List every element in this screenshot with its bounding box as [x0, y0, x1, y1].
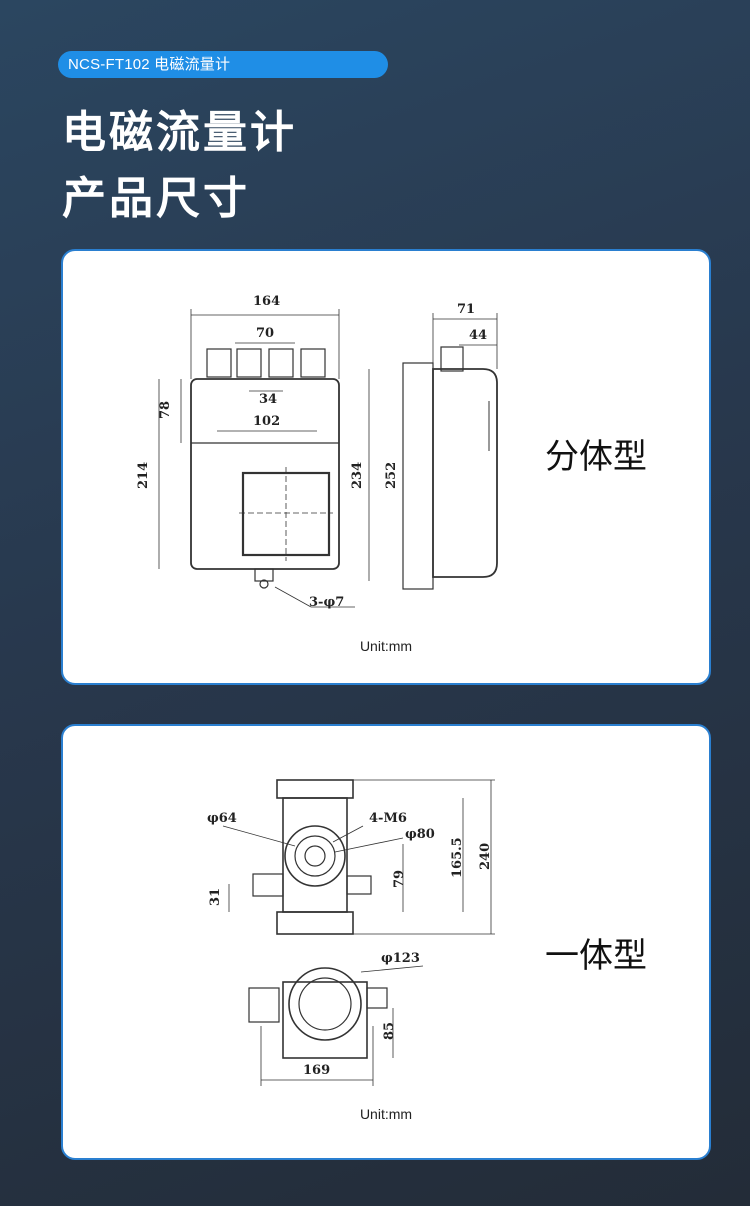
- product-model-badge: NCS-FT102 电磁流量计: [58, 51, 388, 78]
- dim-102: 102: [253, 414, 280, 429]
- top-flange: [276, 779, 354, 799]
- dim-164: 164: [253, 294, 280, 309]
- lower-right-boss: [366, 987, 388, 1009]
- page-title: 电磁流量计: [62, 107, 297, 158]
- dim-holes: 3-φ7: [309, 595, 344, 610]
- bottom-flange: [276, 911, 354, 935]
- mount-hole: [259, 579, 269, 589]
- display-center: [304, 845, 326, 867]
- dim-169: 169: [303, 1063, 330, 1078]
- dim-234: 234: [350, 462, 365, 489]
- dim-214: 214: [136, 462, 151, 489]
- side-housing: [432, 368, 498, 578]
- dim-31: 31: [208, 888, 223, 906]
- left-gland: [252, 873, 284, 897]
- side-bracket: [402, 362, 434, 590]
- dim-78: 78: [158, 401, 173, 419]
- cable-gland-4: [300, 348, 326, 378]
- integrated-type-unit: Unit:mm: [359, 1106, 413, 1122]
- cable-gland-1: [206, 348, 232, 378]
- split-type-drawing: 164 70 34 102 78 214 234 252 71 44 3-φ7: [136, 294, 498, 610]
- dim-44: 44: [469, 328, 487, 343]
- integrated-type-card: φ64 4-M6 φ80 165.5 240 79 31 φ123 85 169…: [61, 724, 711, 1160]
- lower-body: [282, 981, 368, 1059]
- dim-252: 252: [384, 462, 399, 489]
- side-gland: [440, 346, 464, 372]
- dim-phi123: φ123: [381, 951, 420, 966]
- lower-glands: [248, 987, 280, 1023]
- cable-gland-3: [268, 348, 294, 378]
- dim-165-5: 165.5: [450, 837, 465, 878]
- display-outer-ring: [284, 825, 346, 887]
- mount-tab: [254, 568, 274, 582]
- dim-240: 240: [478, 843, 493, 870]
- cable-gland-2: [236, 348, 262, 378]
- split-type-label: 分体型: [545, 437, 647, 477]
- split-type-card: 164 70 34 102 78 214 234 252 71 44 3-φ7 …: [61, 249, 711, 685]
- dim-phi80: φ80: [405, 827, 435, 842]
- lower-flange-outer: [288, 967, 362, 1041]
- right-gland: [346, 875, 372, 895]
- page-subtitle: 产品尺寸: [62, 173, 250, 224]
- dim-4m6: 4-M6: [369, 811, 407, 826]
- lower-flange-inner: [298, 977, 352, 1031]
- integrated-type-label: 一体型: [545, 936, 647, 976]
- dim-70: 70: [256, 326, 274, 341]
- dim-phi64: φ64: [207, 811, 237, 826]
- dim-85: 85: [382, 1022, 397, 1040]
- dim-71: 71: [457, 302, 475, 317]
- meter-body: [282, 797, 348, 913]
- split-type-unit: Unit:mm: [359, 638, 413, 654]
- dim-34: 34: [259, 392, 277, 407]
- dim-79: 79: [392, 870, 407, 888]
- display-inner-ring: [294, 835, 336, 877]
- integrated-type-drawing: φ64 4-M6 φ80 165.5 240 79 31 φ123 85 169: [207, 779, 495, 1086]
